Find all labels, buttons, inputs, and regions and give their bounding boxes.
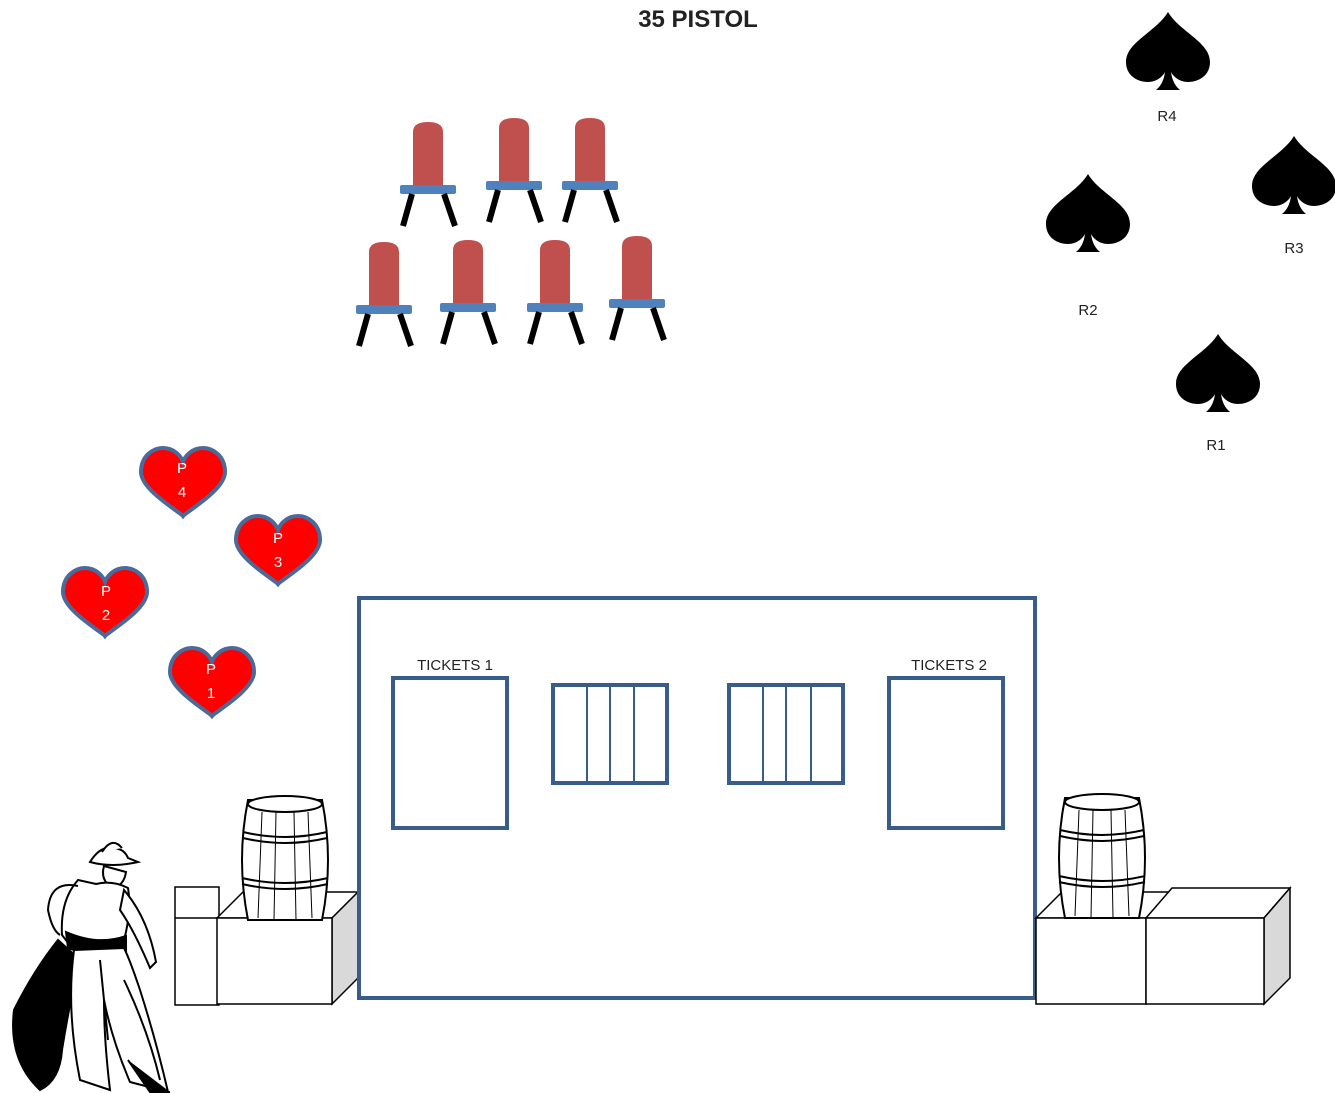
heart-marker-p1: P 1: [168, 646, 256, 718]
chair-icon: [440, 240, 496, 344]
heart-label-bottom: 1: [207, 685, 215, 702]
crate-stack-right: [1034, 885, 1292, 1006]
crate-icon: [216, 917, 333, 1005]
heart-icon: [61, 566, 149, 638]
heart-label-bottom: 3: [274, 554, 282, 571]
chair-group: [356, 118, 665, 346]
spade-label: R4: [1157, 108, 1176, 125]
heart-label-bottom: 2: [102, 607, 110, 624]
spade-icon: [1252, 136, 1335, 214]
barred-window-left: [551, 683, 669, 785]
ticket-window-label: TICKETS 1: [417, 657, 493, 674]
heart-icon: [234, 514, 322, 586]
chair-icon: [400, 122, 456, 226]
spade-label: R3: [1284, 240, 1303, 257]
heart-marker-p2: P 2: [61, 566, 149, 638]
spade-icon: [1126, 12, 1210, 90]
chair-icon: [527, 240, 583, 344]
chair-icon: [562, 118, 618, 222]
spade-marker-r1: R1: [1176, 334, 1260, 454]
crate-icon: [174, 886, 220, 1006]
heart-label-bottom: 4: [178, 484, 186, 501]
heart-label-top: P: [101, 583, 111, 600]
diagram-title: 35 PISTOL: [638, 6, 758, 33]
spade-label: R1: [1206, 437, 1225, 454]
ticket-window-right: TICKETS 2: [887, 657, 1005, 830]
spade-marker-r4: R4: [1126, 12, 1210, 125]
heart-label-top: P: [177, 460, 187, 477]
heart-marker-p4: P 4: [139, 446, 227, 518]
spade-marker-r2: R2: [1046, 174, 1130, 319]
heart-label-top: P: [273, 530, 283, 547]
heart-label-top: P: [206, 661, 216, 678]
heart-marker-p3: P 3: [234, 514, 322, 586]
spade-icon: [1046, 174, 1130, 252]
chair-icon: [356, 242, 412, 346]
barrel-icon: [241, 795, 329, 921]
chair-icon: [609, 236, 665, 340]
barrel-icon: [1058, 793, 1146, 919]
spade-icon: [1176, 334, 1260, 412]
crate-icon: [1145, 917, 1265, 1005]
chair-icon: [486, 118, 542, 222]
ticket-window-left: TICKETS 1: [391, 657, 509, 830]
cowboy-figure: [12, 841, 170, 1093]
spade-label: R2: [1078, 302, 1097, 319]
barred-window-right: [727, 683, 845, 785]
spade-marker-r3: R3: [1252, 136, 1335, 257]
heart-icon: [139, 446, 227, 518]
crate-icon: [1035, 917, 1147, 1005]
heart-icon: [168, 646, 256, 718]
ticket-window-label: TICKETS 2: [911, 657, 987, 674]
